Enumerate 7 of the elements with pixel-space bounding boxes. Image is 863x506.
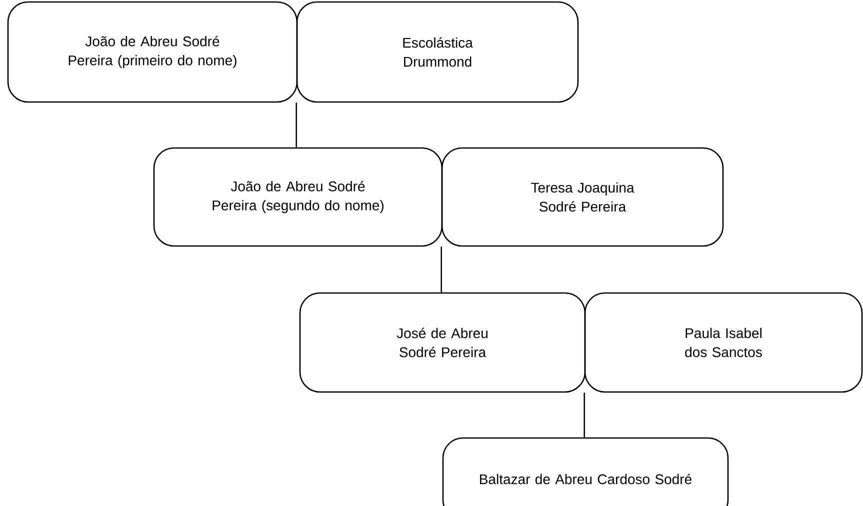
person-box: José de Abreu Sodré Pereira — [299, 292, 586, 393]
person-box: João de Abreu Sodré Pereira (segundo do nome) — [153, 147, 443, 247]
person-box: Paula Isabel dos Sanctos — [584, 292, 863, 393]
person-box: Teresa Joaquina Sodré Pereira — [441, 147, 724, 247]
person-box: Baltazar de Abreu Cardoso Sodré — [442, 437, 729, 506]
person-box: Escolástica Drummond — [296, 1, 579, 103]
person-box: João de Abreu Sodré Pereira (primeiro do nome) — [7, 1, 298, 103]
